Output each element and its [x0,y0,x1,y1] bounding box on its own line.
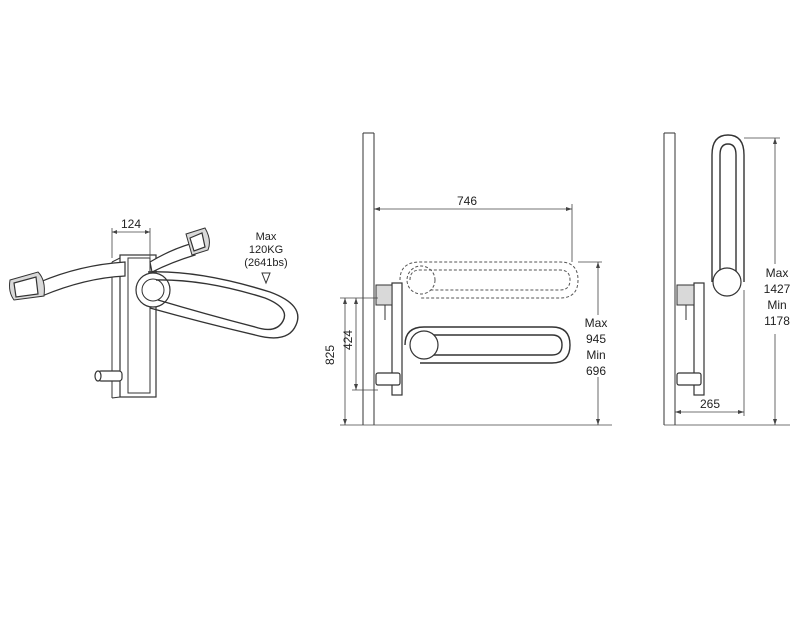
load-label-kg: 120KG [249,244,283,256]
width-dimension: 124 [111,217,151,258]
length-dimension: 746 [374,194,573,262]
upright-range-min-caption: Min [767,298,786,312]
right-back-arm [149,227,210,273]
load-rating: Max 120KG (2641bs) [244,231,288,285]
upright-range-dimension: Max 1427 Min 1178 [744,137,798,425]
load-label-lbs: (2641bs) [244,257,287,269]
wall-section [362,132,375,425]
mounting-post-right [676,282,705,396]
raised-handle-dashed [399,261,579,299]
side-range-max-value: 945 [586,332,606,346]
outer-height-dimension: 825 [323,297,378,425]
folded-handle [711,134,745,297]
left-arm [9,261,126,301]
upright-range-max-caption: Max [766,266,789,280]
lower-support-pin [94,370,123,382]
loop-handle [147,271,299,339]
lowered-handle [404,326,571,364]
depth-dimension: 265 [675,290,745,416]
side-view: 746 825 424 Max 945 Min 696 [323,132,618,426]
load-arrow-icon [261,272,271,285]
side-range-min-caption: Min [586,348,605,362]
width-label: 124 [121,217,141,231]
side-range-max-caption: Max [585,316,608,330]
inner-height-label: 424 [341,330,355,350]
wall-section-right [663,132,676,425]
outer-height-label: 825 [323,345,337,365]
depth-label: 265 [700,397,720,411]
side-range-min-value: 696 [586,364,606,378]
length-label: 746 [457,194,477,208]
upright-range-min-value: 1178 [764,314,790,328]
load-label-max: Max [256,231,277,243]
hinge-disc [135,272,171,308]
side-range-dimension: Max 945 Min 696 [578,261,618,425]
inner-height-dimension: 424 [341,298,378,391]
upright-range-max-value: 1427 [764,282,791,296]
perspective-view: 124 Max 120KG (2641bs) [9,217,299,399]
mounting-post [375,282,403,396]
upright-view: 265 Max 1427 Min 1178 [663,132,798,426]
